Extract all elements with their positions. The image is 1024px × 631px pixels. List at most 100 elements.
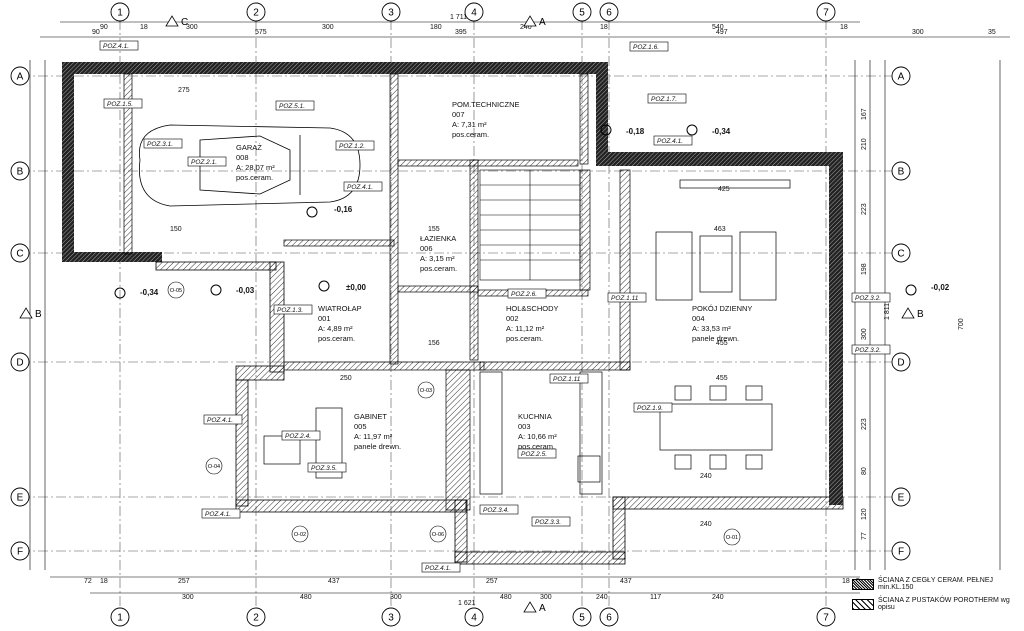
axis-bubble-bottom: 5 (572, 607, 592, 627)
svg-text:D: D (897, 358, 904, 369)
room-hall: HOL&SCHODY 002 A: 11,12 m² pos.ceram. (506, 304, 559, 343)
level-marker: ±0,00 (318, 280, 367, 292)
top-dim: 300 (186, 24, 198, 31)
poz-tag: POZ.2.4. (281, 430, 321, 441)
poz-tag: POZ.5.1. (275, 100, 315, 111)
svg-text:O-04: O-04 (208, 464, 220, 470)
svg-text:E: E (898, 493, 905, 504)
dim-c: 240 (700, 521, 712, 528)
axis-bubble-top: 4 (464, 2, 484, 22)
bottom-dim: 480 (300, 594, 312, 601)
svg-text:6: 6 (606, 8, 612, 19)
bottom-dim: 257 (486, 578, 498, 585)
axis-bubble-top: 5 (572, 2, 592, 22)
axis-bubble-left: F (10, 541, 30, 561)
poz-tag: POZ.4.1. (343, 181, 383, 192)
svg-text:pos.ceram.: pos.ceram. (318, 334, 355, 343)
top-dim: 540 (712, 24, 724, 31)
axis-bubble-bottom: 3 (381, 607, 401, 627)
svg-text:A: A (539, 603, 546, 614)
axis-bubble-top: 7 (816, 2, 836, 22)
svg-text:POZ.2.5.: POZ.2.5. (521, 451, 547, 458)
svg-text:-0,02: -0,02 (931, 283, 950, 292)
bottom-dim: 480 (500, 594, 512, 601)
svg-text:A: A (898, 72, 905, 83)
axis-bubble-left: B (10, 161, 30, 181)
bottom-dim: 437 (328, 578, 340, 585)
axis-bubble-right: F (891, 541, 911, 561)
top-dim: 35 (988, 29, 996, 36)
svg-text:-0,03: -0,03 (236, 286, 255, 295)
svg-text:pos.ceram.: pos.ceram. (236, 173, 273, 182)
svg-text:POM.TECHNICZNE: POM.TECHNICZNE (452, 100, 520, 109)
dim-sofa-width: 463 (714, 226, 726, 233)
poz-tag: POZ.1.11 (607, 292, 647, 303)
level-marker: -0,16 (306, 205, 353, 218)
right-dim: 223 (861, 203, 868, 215)
room-bathroom: ŁAZIENKA 006 A: 3,15 m² pos.ceram. (420, 234, 457, 273)
axis-bubble-left: D (10, 352, 30, 372)
legend-label: ŚCIANA Z PUSTAKÓW POROTHERM wg opisu (878, 597, 1010, 611)
poz-tag: POZ.1.5. (103, 98, 143, 109)
svg-text:O-05: O-05 (170, 288, 182, 294)
poz-tag: POZ.4.1. (99, 40, 139, 51)
section-mark: B (901, 307, 924, 320)
svg-text:D: D (16, 358, 23, 369)
svg-text:POZ.1.3.: POZ.1.3. (277, 307, 303, 314)
poz-tag: POZ.3.1. (143, 138, 183, 149)
poz-tag: POZ.4.1. (203, 414, 243, 425)
bottom-dim: 18 (100, 578, 108, 585)
svg-text:A: 3,15 m²: A: 3,15 m² (420, 254, 455, 263)
svg-text:±0,00: ±0,00 (346, 283, 367, 292)
bottom-dim: 240 (596, 594, 608, 601)
top-dim: 240 (520, 24, 532, 31)
poz-tag: POZ.3.5. (307, 462, 347, 473)
svg-text:B: B (17, 167, 24, 178)
bottom-total-dim: 1 621 (458, 600, 476, 607)
svg-text:POZ.3.4.: POZ.3.4. (483, 507, 509, 514)
axis-bubble-bottom: 4 (464, 607, 484, 627)
interior-walls (123, 73, 631, 511)
room-technical: POM.TECHNICZNE 007 A: 7,31 m² pos.ceram. (452, 100, 520, 139)
axis-bubble-bottom: 2 (246, 607, 266, 627)
dim-living-width-2: 455 (716, 340, 728, 347)
brick-wall-swatch (852, 578, 874, 590)
room-kitchen: KUCHNIA 003 A: 10,66 m² pos.ceram. (518, 412, 557, 451)
top-dim: 90 (100, 24, 108, 31)
svg-text:-0,18: -0,18 (626, 127, 645, 136)
top-dim: 18 (140, 24, 148, 31)
level-markers: -0,34 -0,16 -0,18 -0,34 -0,03 ±0,00 -0,0… (114, 124, 950, 299)
opening-label: O-06 (429, 525, 447, 543)
right-dim: 80 (861, 467, 868, 475)
svg-text:GARAŻ: GARAŻ (236, 143, 262, 152)
svg-text:HOL&SCHODY: HOL&SCHODY (506, 304, 559, 313)
axis-bubble-right: D (891, 352, 911, 372)
dim-garage-width: 275 (178, 87, 190, 94)
svg-text:6: 6 (606, 613, 612, 624)
axis-bubble-top: 2 (246, 2, 266, 22)
svg-text:007: 007 (452, 110, 465, 119)
poz-tag: POZ.2.1. (187, 156, 227, 167)
svg-text:POZ.4.1.: POZ.4.1. (347, 184, 373, 191)
poz-tag: POZ.1.6. (629, 41, 669, 52)
svg-text:4: 4 (471, 8, 477, 19)
svg-text:O-01: O-01 (726, 535, 738, 541)
svg-text:B: B (35, 309, 42, 320)
bottom-dim: 300 (390, 594, 402, 601)
exterior-walls (62, 62, 844, 565)
poz-tag: POZ.3.2. (851, 292, 891, 303)
right-dim: 167 (861, 108, 868, 120)
svg-text:2: 2 (253, 8, 259, 19)
svg-text:F: F (898, 547, 904, 558)
bottom-dim: 300 (182, 594, 194, 601)
right-dim: 223 (861, 418, 868, 430)
bottom-dim: 257 (178, 578, 190, 585)
svg-text:7: 7 (823, 613, 829, 624)
svg-text:001: 001 (318, 314, 331, 323)
svg-text:3: 3 (388, 613, 394, 624)
level-marker: -0,34 (686, 124, 731, 136)
axis-bubble-left: E (10, 487, 30, 507)
